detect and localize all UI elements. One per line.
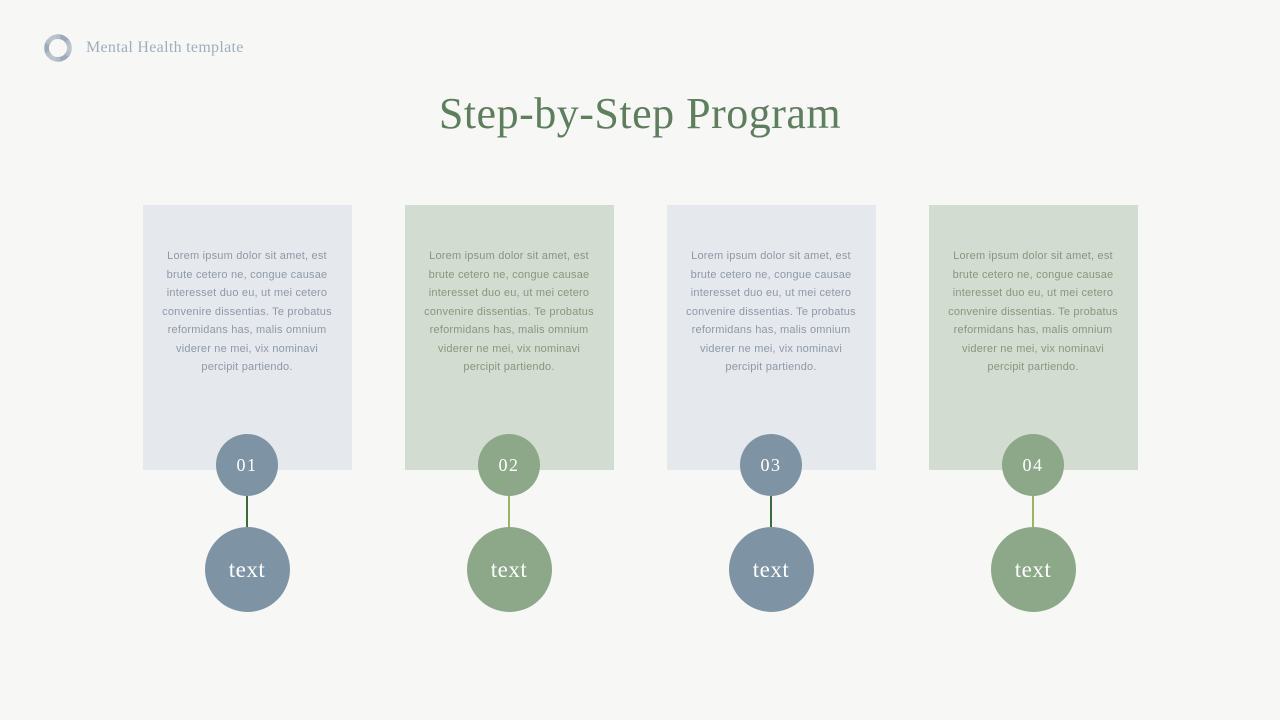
- step-description: Lorem ipsum dolor sit amet, est brute ce…: [948, 250, 1118, 373]
- brand-label: Mental Health template: [86, 39, 244, 56]
- step-description-card: Lorem ipsum dolor sit amet, est brute ce…: [666, 205, 876, 470]
- step-description: Lorem ipsum dolor sit amet, est brute ce…: [686, 250, 856, 373]
- step-number-badge: 04: [1002, 434, 1064, 496]
- step-text-circle: text: [728, 527, 814, 612]
- step-description: Lorem ipsum dolor sit amet, est brute ce…: [424, 250, 594, 373]
- step-number-badge: 01: [216, 434, 278, 496]
- step-number: 01: [236, 454, 258, 475]
- step-text-circle: text: [466, 527, 552, 612]
- page-title: Step-by-Step Program: [438, 89, 842, 138]
- step-number-badge: 03: [740, 434, 802, 496]
- step-text-label: text: [1014, 556, 1052, 582]
- step-text-label: text: [752, 556, 790, 582]
- step-number: 04: [1022, 454, 1044, 475]
- steps-row: Lorem ipsum dolor sit amet, est brute ce…: [0, 205, 1280, 612]
- step-number: 03: [760, 454, 782, 475]
- connector-line: [246, 496, 248, 527]
- step-text-label: text: [228, 556, 266, 582]
- connector-line: [770, 496, 772, 527]
- step-description-card: Lorem ipsum dolor sit amet, est brute ce…: [928, 205, 1138, 470]
- step-column-2: Lorem ipsum dolor sit amet, est brute ce…: [404, 205, 614, 612]
- swirl-flower-icon: [38, 28, 78, 68]
- step-description-card: Lorem ipsum dolor sit amet, est brute ce…: [142, 205, 352, 470]
- brand: Mental Health template: [38, 28, 244, 68]
- step-column-3: Lorem ipsum dolor sit amet, est brute ce…: [666, 205, 876, 612]
- step-number-badge: 02: [478, 434, 540, 496]
- step-column-1: Lorem ipsum dolor sit amet, est brute ce…: [142, 205, 352, 612]
- step-text-circle: text: [990, 527, 1076, 612]
- step-text-circle: text: [204, 527, 290, 612]
- step-text-label: text: [490, 556, 528, 582]
- step-description: Lorem ipsum dolor sit amet, est brute ce…: [162, 250, 332, 373]
- step-column-4: Lorem ipsum dolor sit amet, est brute ce…: [928, 205, 1138, 612]
- connector-line: [1032, 496, 1034, 527]
- connector-line: [508, 496, 510, 527]
- step-number: 02: [498, 454, 520, 475]
- step-description-card: Lorem ipsum dolor sit amet, est brute ce…: [404, 205, 614, 470]
